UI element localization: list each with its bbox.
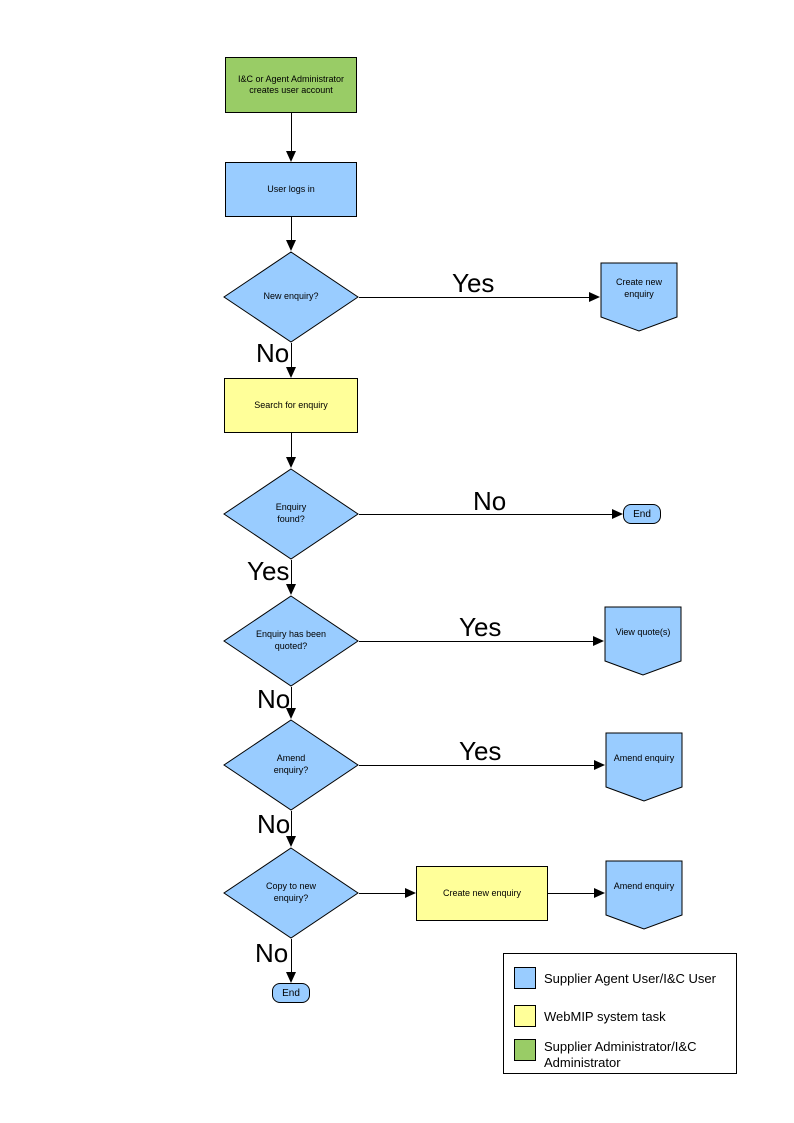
arrow-login-to-newenquiry bbox=[291, 217, 292, 240]
edge-label-yes-amend: Yes bbox=[459, 736, 502, 766]
legend-label-user: Supplier Agent User/I&C User bbox=[544, 971, 716, 986]
arrow-newenquiry-to-search bbox=[291, 343, 292, 367]
arrow-found-no bbox=[359, 514, 612, 515]
terminator-end-top: End bbox=[623, 504, 661, 524]
process-user-logs-in-label: User logs in bbox=[267, 183, 315, 194]
edge-label-no-copy: No bbox=[255, 938, 289, 968]
process-search-for-enquiry: Search for enquiry bbox=[224, 378, 358, 433]
arrow-copy-to-end bbox=[291, 939, 292, 972]
arrowhead-quoted-yes bbox=[593, 636, 604, 646]
decision-copy-to-new-enquiry: Copy to new enquiry? bbox=[223, 847, 359, 939]
offpage-amend-enquiry-2: Amend enquiry bbox=[605, 860, 683, 930]
arrow-admin-to-login bbox=[291, 113, 292, 151]
decision-copy-to-new-enquiry-label: Copy to new enquiry? bbox=[265, 881, 317, 903]
arrowhead-copy-to-create bbox=[405, 888, 416, 898]
legend-swatch-user bbox=[514, 967, 536, 989]
decision-new-enquiry: New enquiry? bbox=[223, 251, 359, 343]
arrow-quoted-to-amend bbox=[291, 687, 292, 708]
terminator-end-bottom-label: End bbox=[282, 987, 300, 999]
decision-amend-enquiry-label: Amend enquiry? bbox=[273, 753, 309, 775]
process-admin-creates-account: I&C or Agent Administrator creates user … bbox=[225, 57, 357, 113]
offpage-view-quotes-label: View quote(s) bbox=[615, 627, 671, 638]
decision-enquiry-quoted: Enquiry has been quoted? bbox=[223, 595, 359, 687]
edge-label-no-enquiry-found: No bbox=[473, 486, 507, 516]
arrow-amend-to-copy bbox=[291, 811, 292, 836]
arrow-copy-to-create bbox=[359, 893, 405, 894]
arrowhead-amend-yes bbox=[594, 760, 605, 770]
decision-amend-enquiry: Amend enquiry? bbox=[223, 719, 359, 811]
edge-label-yes-new-enquiry: Yes bbox=[452, 268, 495, 298]
pentagon-shape bbox=[605, 732, 683, 802]
arrowhead-amend-to-copy bbox=[286, 836, 296, 847]
arrowhead-copy-to-end bbox=[286, 972, 296, 983]
terminator-end-top-label: End bbox=[633, 508, 651, 520]
arrowhead-found-to-quoted bbox=[286, 584, 296, 595]
diamond-shape bbox=[223, 468, 359, 560]
edge-label-yes-quoted: Yes bbox=[459, 612, 502, 642]
edge-label-no-new-enquiry: No bbox=[256, 338, 290, 368]
arrow-create-to-amendref bbox=[548, 893, 594, 894]
legend-swatch-admin bbox=[514, 1039, 536, 1061]
diamond-shape bbox=[223, 847, 359, 939]
pentagon-shape bbox=[604, 606, 682, 676]
arrowhead-login-to-newenquiry bbox=[286, 240, 296, 251]
arrowhead-newenquiry-yes bbox=[589, 292, 600, 302]
offpage-amend-enquiry-1-label: Amend enquiry bbox=[613, 753, 675, 764]
arrow-quoted-yes bbox=[359, 641, 593, 642]
process-create-new-enquiry-label: Create new enquiry bbox=[442, 887, 522, 898]
process-admin-creates-account-label: I&C or Agent Administrator creates user … bbox=[237, 73, 345, 95]
edge-label-no-quoted: No bbox=[257, 684, 291, 714]
offpage-create-new-enquiry-label: Create new enquiry bbox=[615, 277, 663, 299]
process-search-for-enquiry-label: Search for enquiry bbox=[254, 399, 328, 410]
offpage-view-quotes: View quote(s) bbox=[604, 606, 682, 676]
edge-label-yes-enquiry-found: Yes bbox=[247, 556, 290, 586]
arrowhead-newenquiry-to-search bbox=[286, 367, 296, 378]
offpage-amend-enquiry-2-label: Amend enquiry bbox=[613, 881, 675, 892]
diamond-shape bbox=[223, 719, 359, 811]
legend: Supplier Agent User/I&C User WebMIP syst… bbox=[503, 953, 737, 1074]
process-user-logs-in: User logs in bbox=[225, 162, 357, 217]
arrowhead-found-no bbox=[612, 509, 623, 519]
legend-label-system: WebMIP system task bbox=[544, 1009, 666, 1024]
arrowhead-quoted-to-amend bbox=[286, 708, 296, 719]
decision-enquiry-found: Enquiry found? bbox=[223, 468, 359, 560]
arrow-search-to-found bbox=[291, 433, 292, 457]
terminator-end-bottom: End bbox=[272, 983, 310, 1003]
offpage-create-new-enquiry: Create new enquiry bbox=[600, 262, 678, 332]
arrow-found-to-quoted bbox=[291, 560, 292, 584]
decision-enquiry-found-label: Enquiry found? bbox=[275, 502, 307, 524]
arrowhead-admin-to-login bbox=[286, 151, 296, 162]
pentagon-shape bbox=[605, 860, 683, 930]
decision-new-enquiry-label: New enquiry? bbox=[263, 291, 319, 302]
pentagon-shape bbox=[600, 262, 678, 332]
arrowhead-search-to-found bbox=[286, 457, 296, 468]
decision-enquiry-quoted-label: Enquiry has been quoted? bbox=[255, 629, 327, 651]
legend-label-admin: Supplier Administrator/I&C Administrator bbox=[544, 1039, 697, 1071]
legend-swatch-system bbox=[514, 1005, 536, 1027]
diamond-shape bbox=[223, 251, 359, 343]
arrow-amend-yes bbox=[359, 765, 594, 766]
arrowhead-create-to-amendref bbox=[594, 888, 605, 898]
process-create-new-enquiry: Create new enquiry bbox=[416, 866, 548, 921]
diamond-shape bbox=[223, 595, 359, 687]
edge-label-no-amend: No bbox=[257, 809, 291, 839]
arrow-newenquiry-yes bbox=[359, 297, 589, 298]
offpage-amend-enquiry-1: Amend enquiry bbox=[605, 732, 683, 802]
